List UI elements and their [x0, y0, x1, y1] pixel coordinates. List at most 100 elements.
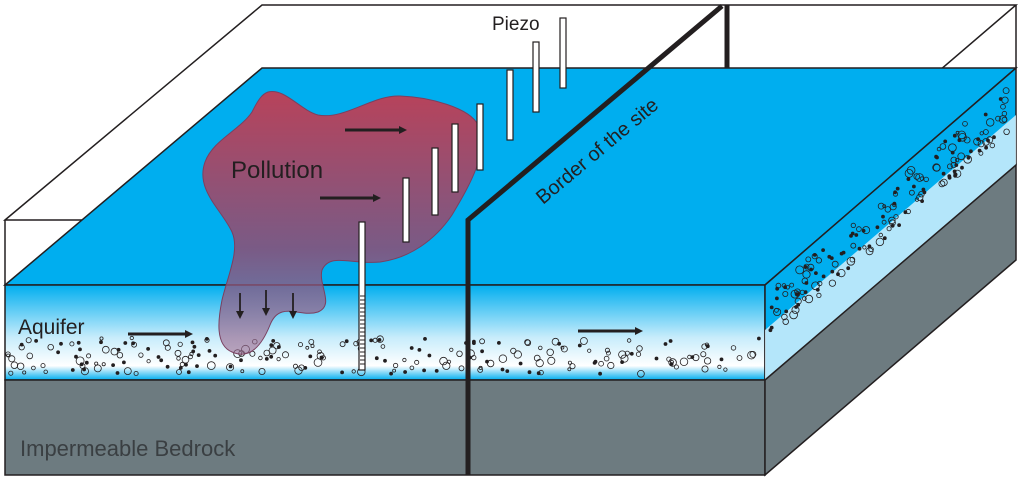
- gravel-particle: [505, 369, 510, 374]
- gravel-particle: [795, 265, 805, 275]
- gravel-particle: [587, 348, 592, 353]
- gravel-particle: [921, 187, 926, 192]
- gravel-particle: [982, 138, 990, 146]
- gravel-particle: [629, 351, 634, 356]
- gravel-particle: [977, 148, 982, 153]
- gravel-particle: [547, 356, 556, 365]
- gravel-particle: [670, 360, 674, 364]
- gravel-particle: [292, 363, 298, 369]
- gravel-particle: [190, 340, 195, 345]
- piezometers: [358, 17, 567, 371]
- gravel-particle: [747, 351, 756, 360]
- gravel-particle: [478, 365, 483, 370]
- gravel-particle: [785, 285, 790, 290]
- gravel-particle: [977, 140, 985, 148]
- gravel-particle: [704, 342, 709, 347]
- gravel-particle: [782, 290, 789, 297]
- gravel-particle: [624, 350, 630, 356]
- gravel-particle: [189, 351, 194, 357]
- gravel-particle: [439, 356, 448, 366]
- gravel-particle: [281, 351, 289, 359]
- gravel-particle: [577, 343, 582, 348]
- gravel-particle: [498, 354, 508, 363]
- gravel-particle: [856, 226, 862, 232]
- gravel-particle: [207, 361, 216, 370]
- gravel-particle: [893, 214, 899, 220]
- gravel-particle: [129, 335, 134, 341]
- gravel-particle: [816, 292, 822, 298]
- gravel-particle: [913, 173, 921, 180]
- gravel-particle: [99, 340, 103, 345]
- gravel-particle: [442, 361, 451, 370]
- gravel-particle: [654, 356, 659, 361]
- pollution-plume: [202, 91, 483, 355]
- gravel-particle: [862, 245, 867, 250]
- gravel-particle: [598, 371, 602, 376]
- gravel-particle: [867, 244, 872, 249]
- gravel-particle: [316, 351, 325, 360]
- gravel-particle: [449, 347, 454, 352]
- gravel-particle: [803, 264, 808, 269]
- gravel-particle: [239, 358, 243, 363]
- gravel-particle: [701, 365, 709, 373]
- gravel-particle: [156, 355, 161, 359]
- gravel-particle: [831, 260, 839, 268]
- gravel-particle: [351, 369, 356, 374]
- gravel-particle: [966, 155, 971, 160]
- gravel-particle: [954, 158, 960, 163]
- gravel-particle: [308, 338, 315, 345]
- gravel-particle: [939, 143, 947, 150]
- gravel-particle: [723, 367, 728, 372]
- gravel-particle: [773, 307, 782, 316]
- gravel-particle: [69, 341, 75, 347]
- gravel-particle: [592, 360, 597, 365]
- gravel-particle: [524, 339, 531, 346]
- gravel-particle: [791, 305, 800, 314]
- gravel-particle: [837, 268, 846, 278]
- gravel-particle: [99, 336, 104, 341]
- gravel-particle: [228, 364, 233, 369]
- gravel-particle: [116, 352, 124, 359]
- gravel-particle: [881, 219, 887, 225]
- gravel-particle: [70, 368, 75, 372]
- gravel-particle: [830, 269, 835, 274]
- gravel-particle: [409, 365, 415, 371]
- gravel-particle: [1001, 110, 1008, 117]
- gravel-particle: [500, 367, 505, 372]
- gravel-particle: [204, 337, 210, 343]
- piezometer-tube: [559, 17, 567, 89]
- gravel-particle: [983, 112, 988, 117]
- gravel-particle: [47, 344, 54, 351]
- gravel-particle: [178, 365, 183, 370]
- gravel-particle: [878, 232, 883, 238]
- gravel-particle: [16, 362, 25, 370]
- gravel-particle: [527, 370, 532, 375]
- gravel-particle: [377, 337, 382, 342]
- gravel-particle: [479, 338, 486, 345]
- gravel-particle: [268, 346, 277, 355]
- gravel-particle: [730, 345, 737, 351]
- gravel-particle: [414, 359, 420, 365]
- gravel-particle: [875, 237, 885, 247]
- piezometer-tube: [402, 177, 410, 243]
- gravel-particle: [957, 152, 965, 161]
- gravel-particle: [914, 197, 920, 202]
- gravel-particle: [607, 361, 615, 370]
- gravel-particle: [192, 344, 197, 349]
- gravel-particle: [538, 345, 543, 351]
- gravel-particle: [43, 369, 48, 374]
- gravel-particle: [380, 344, 386, 349]
- gravel-particle: [984, 145, 988, 150]
- gravel-particle: [86, 353, 92, 359]
- gravel-particle: [31, 365, 36, 371]
- gravel-particle: [76, 340, 81, 345]
- gravel-particle: [22, 370, 27, 375]
- gravel-particle: [802, 296, 807, 301]
- gravel-particle: [340, 370, 345, 375]
- gravel-particle: [5, 351, 11, 357]
- gravel-particle: [513, 350, 522, 359]
- gravel-particle: [815, 257, 823, 264]
- piezo-label: Piezo: [492, 14, 540, 35]
- gravel-particle: [757, 336, 761, 341]
- gravel-particle: [344, 339, 349, 344]
